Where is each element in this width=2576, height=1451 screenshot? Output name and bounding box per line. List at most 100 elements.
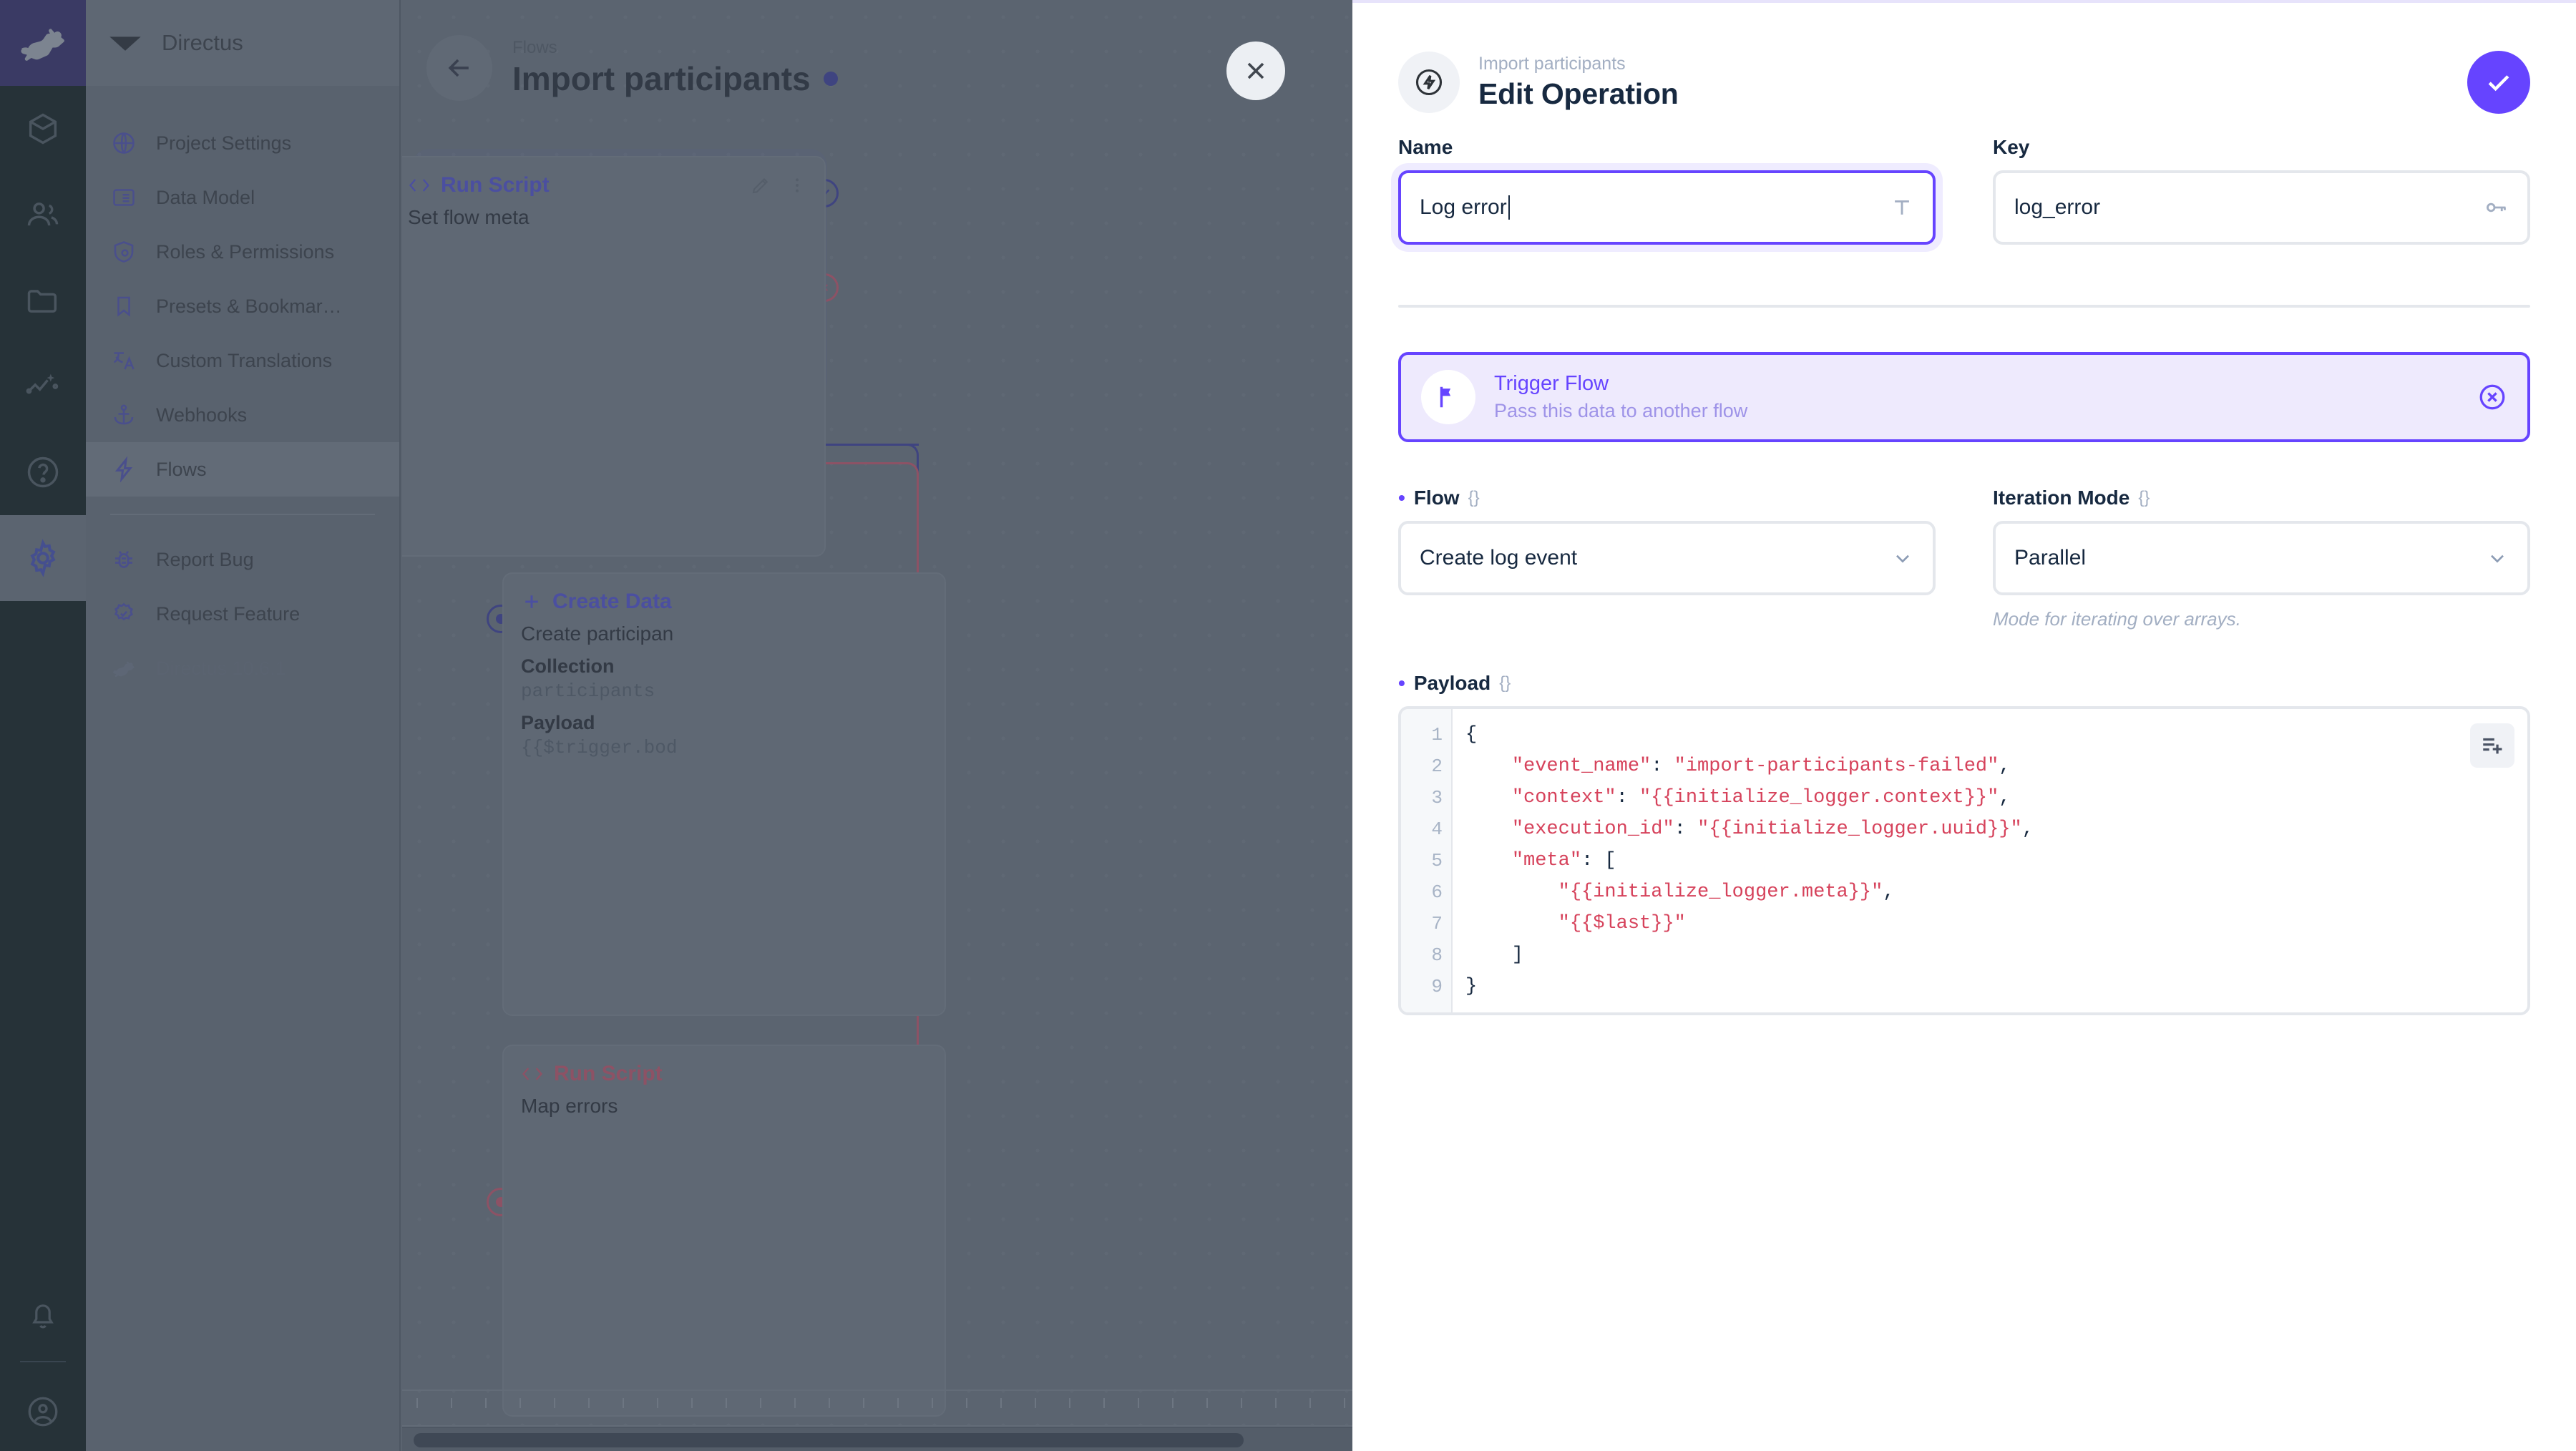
ruler-tick xyxy=(760,1398,761,1408)
drawer-divider xyxy=(1398,305,2530,308)
scrollbar-thumb[interactable] xyxy=(414,1433,1244,1447)
sidebar-item-webhooks[interactable]: Webhooks xyxy=(86,388,399,442)
sidebar-item-data-model[interactable]: Data Model xyxy=(86,170,399,225)
ruler-tick xyxy=(554,1398,555,1408)
sidebar-item-roles-permissions[interactable]: Roles & Permissions xyxy=(86,225,399,279)
translate-icon xyxy=(110,347,137,374)
close-drawer-button[interactable] xyxy=(1226,41,1285,100)
flow-label: Flow xyxy=(1413,487,1460,509)
list-box-icon xyxy=(110,184,137,211)
sidebar-item-custom-translations[interactable]: Custom Translations xyxy=(86,333,399,388)
node-create-data[interactable]: Create Data Create participan Collection… xyxy=(502,572,946,1016)
sidebar-item-label: Project Settings xyxy=(156,132,292,154)
node-field-label: Collection xyxy=(521,655,615,677)
iteration-helper-text: Mode for iterating over arrays. xyxy=(1993,608,2241,630)
iteration-mode-select[interactable]: Parallel xyxy=(1993,521,2530,595)
sidebar-item-settings[interactable] xyxy=(0,515,86,601)
name-key-row: Name Log error Key log_error xyxy=(1398,136,2530,245)
sidebar-item-user-directory[interactable] xyxy=(0,172,86,258)
page-title: Import participants xyxy=(512,60,811,97)
ruler-tick xyxy=(1035,1398,1036,1408)
sidebar-item-file-library[interactable] xyxy=(0,258,86,343)
flow-iteration-row: • Flow {} Create log event Iteration Mod… xyxy=(1398,487,2530,630)
ruler-tick xyxy=(863,1398,864,1408)
account-icon[interactable] xyxy=(0,1372,86,1451)
text-caret xyxy=(1508,195,1510,220)
ruler-tick xyxy=(1138,1398,1139,1408)
save-button[interactable] xyxy=(2467,51,2530,114)
ruler-tick xyxy=(726,1398,727,1408)
operation-card-title: Trigger Flow xyxy=(1494,372,1609,395)
sidebar-item-label: Directus 10.6.1 xyxy=(156,657,286,679)
key-icon xyxy=(2483,195,2509,220)
sidebar-item-flows[interactable]: Flows xyxy=(86,442,399,497)
admin-shield-icon xyxy=(110,238,137,265)
node-field-value: {{$trigger.bod xyxy=(521,737,678,758)
horizontal-scrollbar[interactable] xyxy=(402,1427,1352,1451)
flow-field-group: • Flow {} Create log event xyxy=(1398,487,1936,630)
drawer-accent-bar xyxy=(1352,0,2576,3)
sidebar-item-label: Report Bug xyxy=(156,548,254,570)
notifications-icon[interactable] xyxy=(0,1279,86,1351)
ruler-tick xyxy=(451,1398,452,1408)
ruler-tick xyxy=(966,1398,967,1408)
close-circle-icon[interactable] xyxy=(2477,382,2507,412)
insert-variable-icon[interactable] xyxy=(2470,723,2514,768)
ruler-tick xyxy=(1275,1398,1277,1408)
ruler-tick xyxy=(1103,1398,1105,1408)
ruler-tick xyxy=(932,1398,933,1408)
template-braces: {} xyxy=(1499,673,1511,693)
ruler-tick xyxy=(623,1398,624,1408)
ruler-tick xyxy=(1069,1398,1070,1408)
bolt-icon xyxy=(110,456,137,483)
payload-label: Payload xyxy=(1413,672,1491,694)
node-run-script-map-errors[interactable]: Run Script Map errors xyxy=(502,1045,946,1417)
sidebar-nav-list: Project Settings Data Model Roles & Perm… xyxy=(86,86,399,695)
sidebar-item-insights[interactable] xyxy=(0,343,86,429)
ruler-tick xyxy=(897,1398,899,1408)
code-content[interactable]: { "event_name": "import-participants-fai… xyxy=(1465,724,2034,997)
text-format-icon xyxy=(1890,195,1914,220)
ruler-tick xyxy=(1241,1398,1242,1408)
node-type-label: Run Script xyxy=(441,173,550,197)
sidebar-item-project-settings[interactable]: Project Settings xyxy=(86,116,399,170)
sidebar-item-label: Flows xyxy=(156,458,207,480)
sidebar-item-content[interactable] xyxy=(0,86,86,172)
key-input-value: log_error xyxy=(2014,195,2101,219)
flow-status-dot xyxy=(823,72,838,86)
required-marker: • xyxy=(1398,671,1405,694)
sidebar-title: Directus xyxy=(162,30,243,55)
drawer-breadcrumb: Import participants xyxy=(1478,54,1626,74)
more-vertical-icon[interactable] xyxy=(787,175,807,195)
directus-rabbit-icon xyxy=(110,655,137,682)
name-input[interactable]: Log error xyxy=(1398,170,1936,245)
node-run-script-set-flow-meta[interactable]: Run Script Set flow meta xyxy=(402,156,826,557)
key-field-group: Key log_error xyxy=(1993,136,2530,245)
directus-rabbit-logo[interactable] xyxy=(0,0,86,86)
sidebar-item-help[interactable] xyxy=(0,429,86,515)
flow-canvas[interactable]: Flows Import participants xyxy=(402,0,1352,1451)
bookmark-icon xyxy=(110,293,137,320)
back-button[interactable] xyxy=(426,35,492,101)
ruler-tick xyxy=(1172,1398,1174,1408)
pencil-icon[interactable] xyxy=(750,175,771,196)
name-field-group: Name Log error xyxy=(1398,136,1936,245)
ruler-tick xyxy=(794,1398,796,1408)
trigger-bolt-icon xyxy=(1398,52,1460,113)
sidebar-item-presets-bookmarks[interactable]: Presets & Bookmar… xyxy=(86,279,399,333)
required-marker: • xyxy=(1398,486,1405,509)
sidebar-item-report-bug[interactable]: Report Bug xyxy=(86,532,399,587)
ruler-tick xyxy=(1206,1398,1208,1408)
ruler-tick xyxy=(1000,1398,1002,1408)
drawer-header: Import participants Edit Operation xyxy=(1352,0,2576,136)
flow-select[interactable]: Create log event xyxy=(1398,521,1936,595)
operation-type-card[interactable]: Trigger Flow Pass this data to another f… xyxy=(1398,352,2530,442)
sidebar-item-request-feature[interactable]: Request Feature xyxy=(86,587,399,641)
ruler-tick xyxy=(588,1398,590,1408)
key-input[interactable]: log_error xyxy=(1993,170,2530,245)
drawer-title: Edit Operation xyxy=(1478,77,1679,110)
chevron-down-icon xyxy=(1891,547,1914,570)
